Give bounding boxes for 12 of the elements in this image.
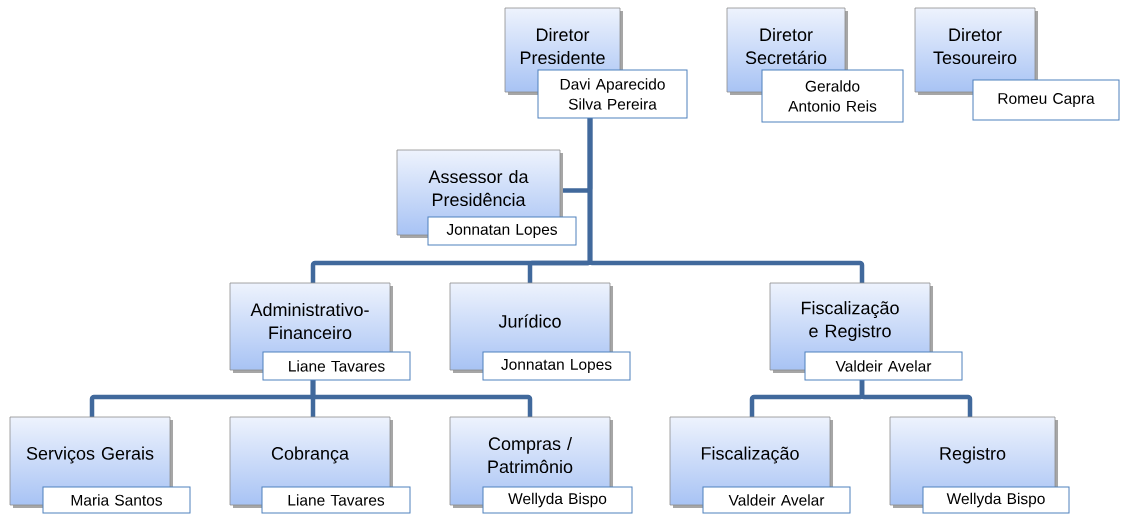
name-tag: Wellyda Bispo	[922, 486, 1070, 514]
name-tag: Liane Tavares	[261, 486, 411, 514]
name-tag: Maria Santos	[42, 486, 191, 514]
name-tag: Romeu Capra	[972, 79, 1120, 121]
name-tag: Wellyda Bispo	[482, 486, 633, 514]
name-tag: Liane Tavares	[262, 351, 411, 381]
name-tag: Valdeir Avelar	[804, 351, 963, 381]
name-tag: Valdeir Avelar	[702, 486, 851, 514]
name-tag: Jonnatan Lopes	[427, 216, 577, 246]
name-tag: Geraldo Antonio Reis	[761, 69, 904, 123]
name-tag: Davi Aparecido Silva Pereira	[537, 69, 688, 119]
name-tag: Jonnatan Lopes	[482, 351, 631, 381]
